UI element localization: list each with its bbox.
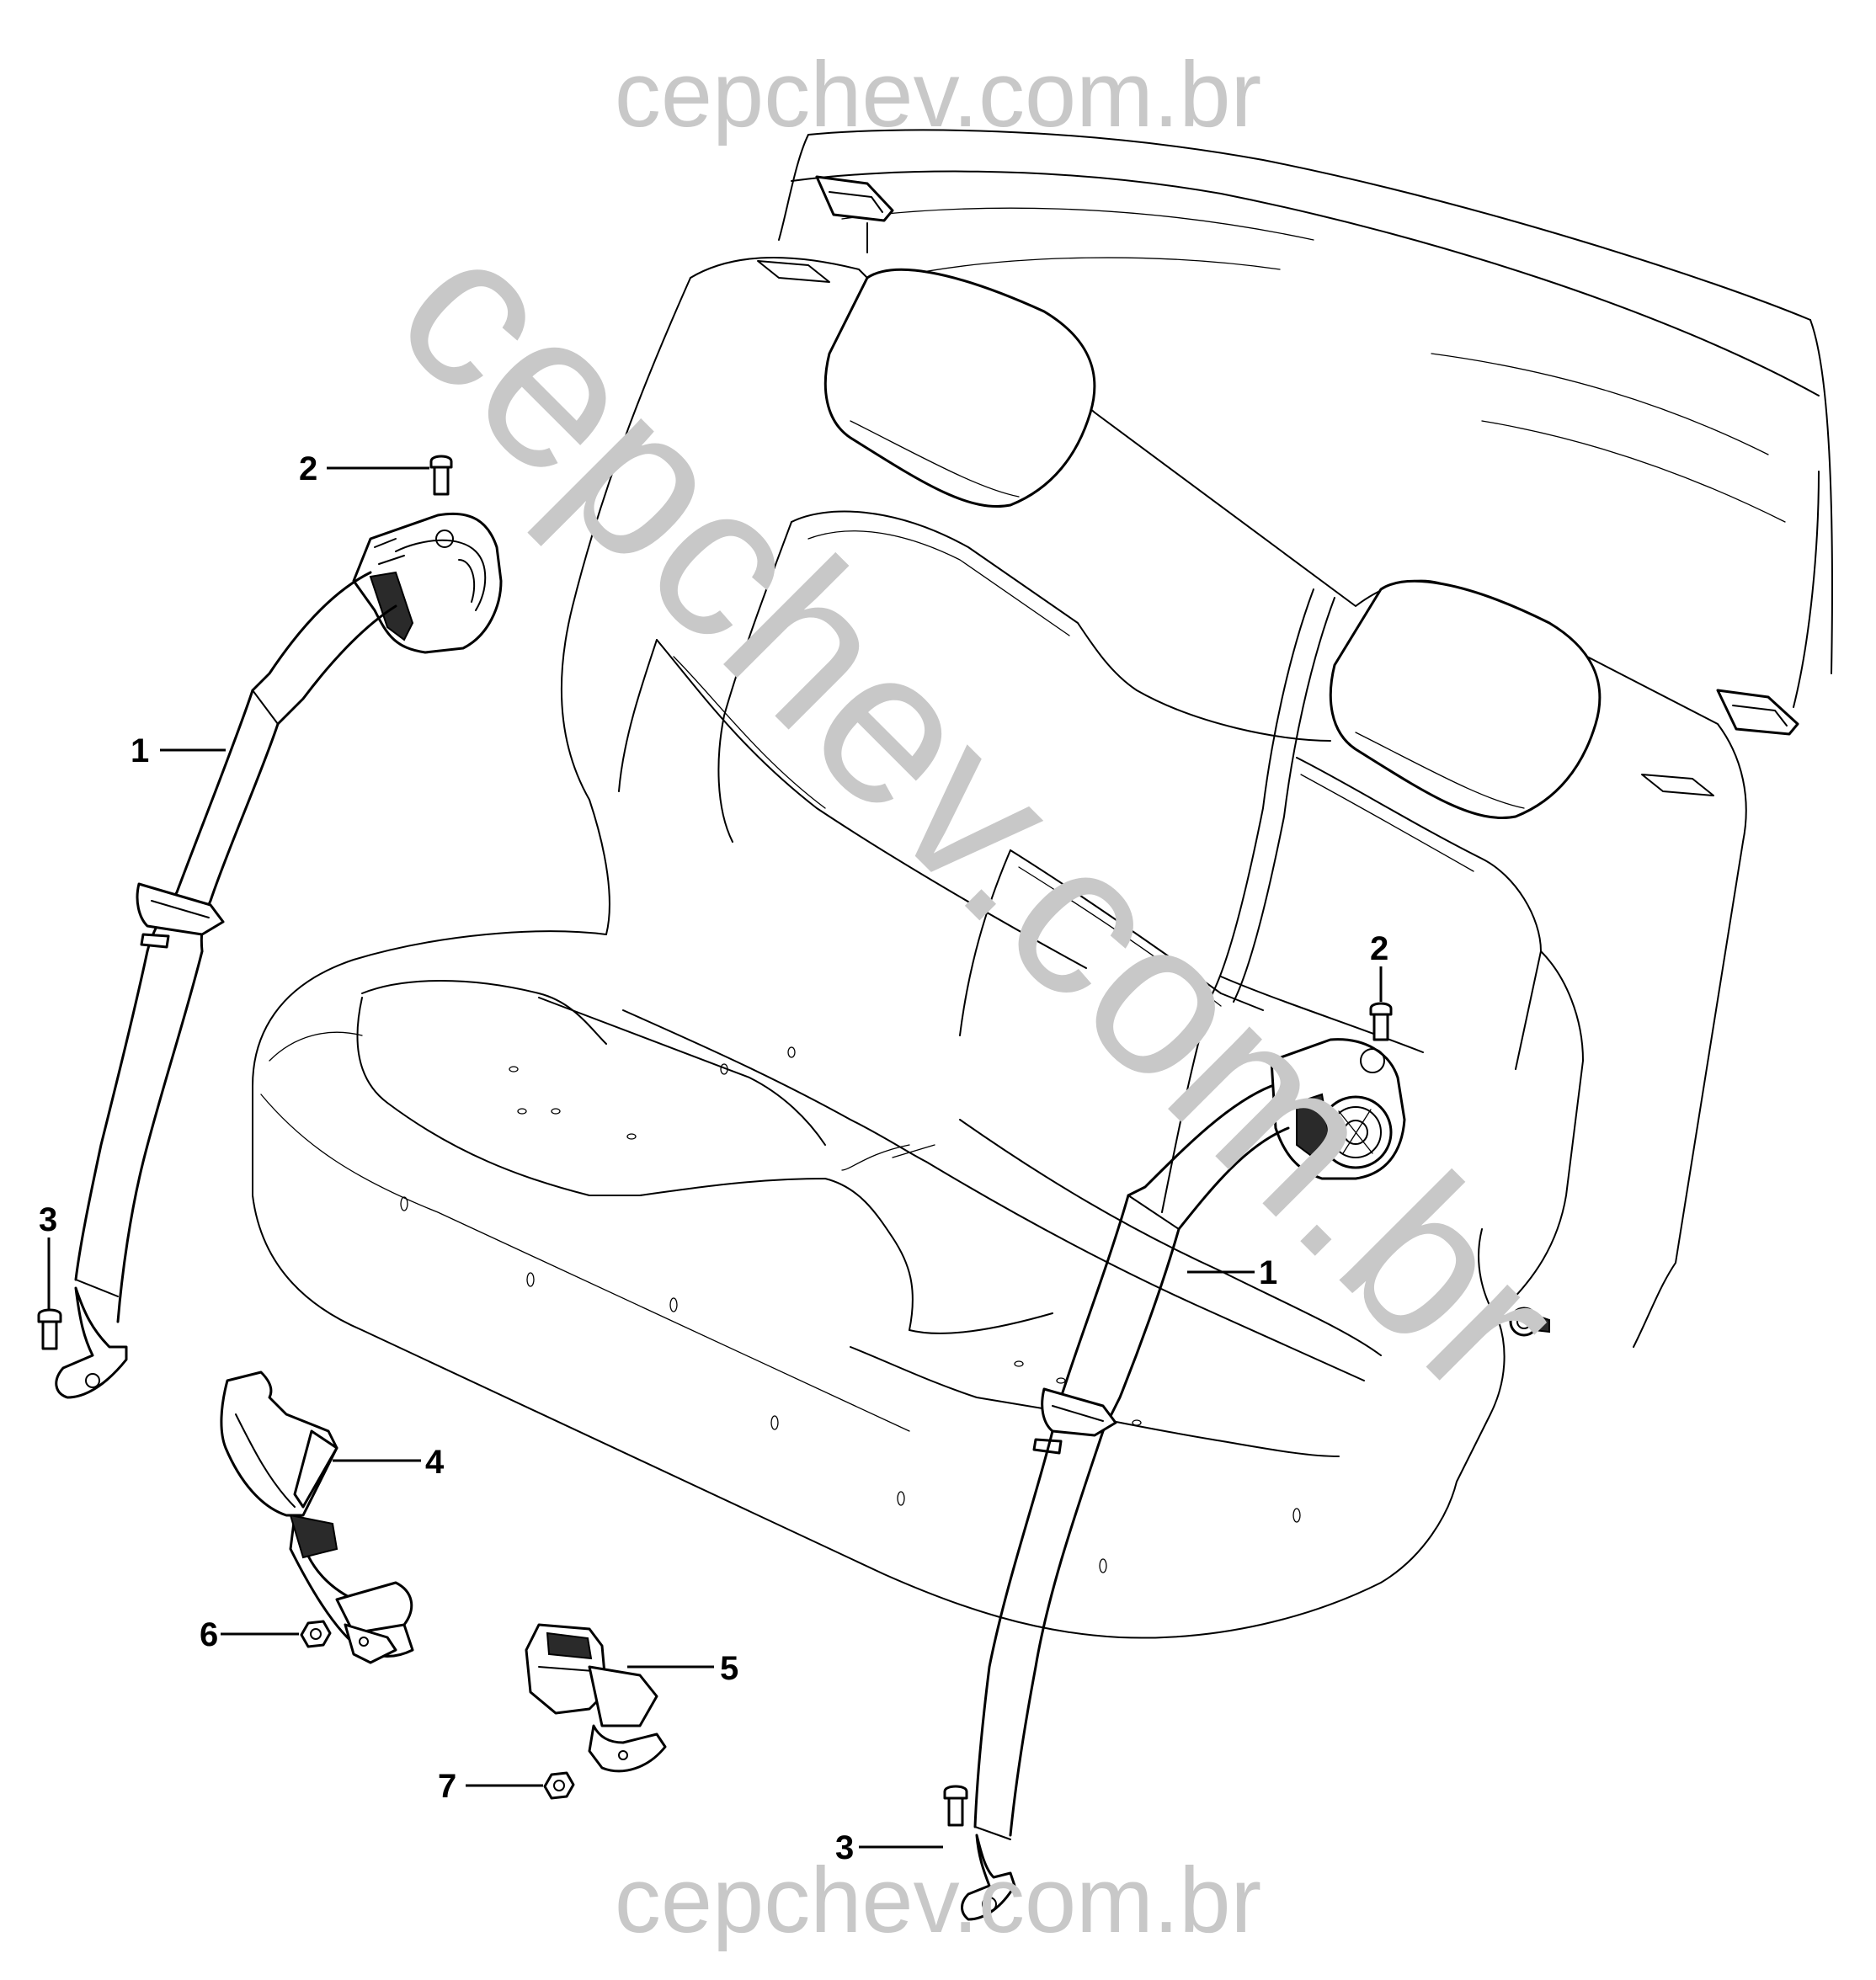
rear-seat-drawing [252, 129, 1833, 1639]
right-seat-belt-assembly [943, 1002, 1406, 1921]
callout-numbers: 2 1 3 4 6 5 7 2 1 3 [39, 450, 1388, 1866]
callout-buckle-5: 5 [720, 1650, 738, 1687]
watermark-top: cepchev.com.br [615, 43, 1261, 146]
nut-7-drawing [543, 1771, 575, 1800]
buckle-5-drawing [525, 1623, 667, 1773]
callout-leaders [47, 466, 1383, 1849]
callout-right-anchor-bolt: 3 [835, 1829, 854, 1866]
callout-nut-6: 6 [200, 1616, 218, 1653]
nut-6-drawing [300, 1620, 332, 1648]
callout-left-belt: 1 [131, 732, 149, 769]
callout-left-retractor-bolt: 2 [299, 450, 317, 487]
callout-left-anchor-bolt: 3 [39, 1201, 57, 1238]
callout-nut-7: 7 [438, 1768, 456, 1805]
watermark-bottom: cepchev.com.br [615, 1849, 1261, 1952]
left-seat-belt-assembly [37, 455, 503, 1399]
callout-right-belt: 1 [1259, 1254, 1277, 1291]
callout-buckle-4: 4 [425, 1444, 445, 1481]
buckle-4-drawing [220, 1371, 414, 1664]
callout-right-retractor-bolt: 2 [1370, 930, 1388, 967]
